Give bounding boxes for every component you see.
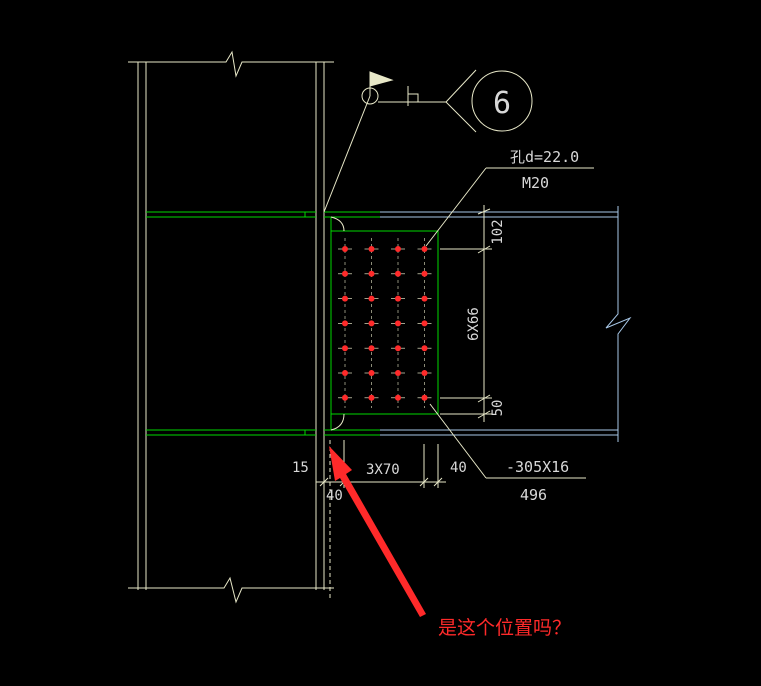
bolt-icon	[395, 394, 401, 401]
bolt-grid	[338, 238, 432, 408]
bolt-icon	[395, 295, 401, 302]
dimension-gap: 15	[292, 460, 309, 476]
bolt-icon	[342, 394, 348, 401]
dimension-vertical-pitch: 6X66	[466, 307, 482, 341]
weld-access-hole-top	[330, 216, 345, 232]
bolt-size-label: M20	[522, 174, 549, 192]
bolt-icon	[421, 320, 428, 327]
weld-symbol	[323, 69, 533, 213]
bolt-icon	[342, 246, 348, 252]
annotation-question: 是这个位置吗？	[438, 617, 571, 639]
hole-diameter-label: 孔d=22.0	[510, 148, 579, 166]
column-stiffeners	[146, 211, 316, 436]
horizontal-dimension-lines	[316, 403, 586, 496]
plate-spec-label: -305X16	[506, 458, 569, 476]
column-bottom-break-line	[128, 576, 334, 604]
bolt-icon	[421, 370, 428, 376]
dimension-plate-edge: 40	[450, 460, 467, 476]
connection-plate	[324, 211, 439, 436]
bolt-icon	[421, 394, 428, 401]
bolt-leader	[425, 167, 594, 247]
annotation-arrow	[329, 446, 426, 617]
bolt-icon	[342, 320, 348, 327]
detail-number-circle	[471, 70, 533, 132]
bolt-icon	[421, 345, 428, 352]
bolt-icon	[395, 370, 401, 376]
bolt-icon	[368, 270, 375, 277]
bolt-icon	[368, 345, 375, 352]
bolt-icon	[368, 295, 375, 302]
beam	[380, 206, 632, 442]
bolt-icon	[342, 270, 348, 277]
bolt-icon	[368, 370, 375, 376]
dimension-column-edge: 40	[326, 488, 343, 504]
bolt-icon	[368, 320, 375, 327]
detail-number: 6	[493, 86, 511, 121]
field-weld-flag-icon	[369, 71, 394, 87]
bolt-icon	[421, 246, 428, 252]
column-top-break-line	[128, 50, 334, 78]
bolt-icon	[342, 370, 348, 376]
bolt-icon	[395, 246, 401, 252]
bolt-icon	[342, 345, 348, 352]
bolt-icon	[395, 270, 401, 277]
bolt-icon	[342, 295, 348, 302]
column	[128, 50, 334, 604]
bolt-icon	[395, 345, 401, 352]
plate-length-label: 496	[520, 486, 547, 504]
bolt-icon	[368, 394, 375, 401]
vertical-dimension-lines	[440, 205, 492, 422]
dimension-horizontal-pitch: 3X70	[366, 462, 400, 478]
beam-break-line	[605, 206, 632, 442]
bolt-icon	[421, 295, 428, 302]
bolt-icon	[368, 246, 375, 252]
dimension-top-edge: 102	[490, 219, 506, 244]
weld-access-hole-bottom	[330, 413, 345, 431]
bolt-icon	[395, 320, 401, 327]
bolt-icon	[421, 270, 428, 277]
dimension-bottom-edge: 50	[490, 400, 506, 417]
